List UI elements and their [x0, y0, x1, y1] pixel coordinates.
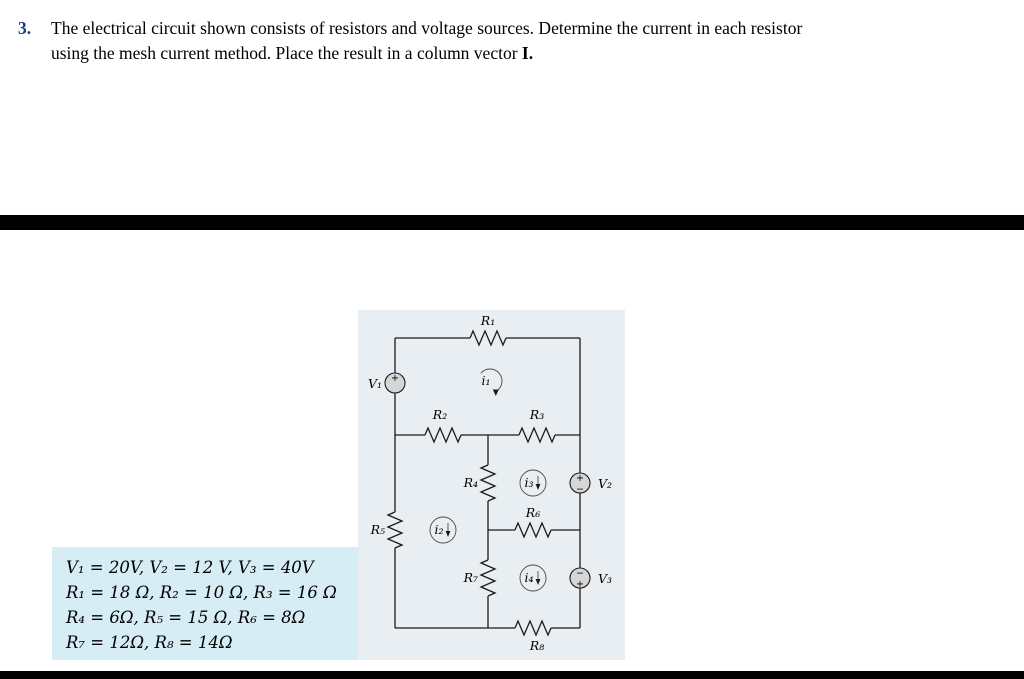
resistor-r3-symbol — [518, 426, 556, 444]
resistor-r5-symbol — [386, 511, 404, 549]
circuit-diagram-panel: + + − − + R₁ R₂ — [358, 310, 625, 660]
problem-number: 3. — [18, 18, 32, 38]
label-r2: R₂ — [432, 407, 447, 422]
separator-bar-top — [0, 215, 1024, 230]
circuit-diagram: + + − − + R₁ R₂ — [368, 313, 612, 653]
resistor-r1-symbol — [469, 329, 507, 347]
voltage-source-v3 — [569, 567, 591, 589]
label-v3: V₃ — [598, 571, 612, 586]
mesh-i2-arrowhead — [445, 531, 451, 537]
v2-minus-sign: − — [576, 484, 584, 495]
problem-statement: 3. The electrical circuit shown consists… — [18, 16, 1008, 66]
circuit-labels: R₁ R₂ R₃ R₄ R₅ R₆ R₇ R₈ V₁ V₂ V₃ i₁ i₂ i… — [368, 313, 612, 653]
label-i1: i₁ — [481, 373, 490, 388]
label-i4: i₄ — [524, 570, 533, 585]
v3-plus-sign: + — [576, 579, 584, 590]
label-r1: R₁ — [480, 313, 495, 328]
given-line-r1-r3: R₁ = 18 Ω, R₂ = 10 Ω, R₃ = 16 Ω — [66, 583, 337, 602]
mesh-i4-arrowhead — [535, 579, 541, 585]
label-i3: i₃ — [524, 475, 533, 490]
resistor-r2-symbol — [424, 426, 462, 444]
given-line-voltages: V₁ = 20V, V₂ = 12 V, V₃ = 40V — [66, 558, 314, 577]
v1-plus-sign: + — [391, 373, 399, 384]
label-v1: V₁ — [368, 376, 382, 391]
label-r6: R₆ — [525, 505, 540, 520]
voltage-sources: + + − − + — [384, 372, 591, 590]
mesh-i2-loop — [429, 516, 457, 544]
problem-text: The electrical circuit shown consists of… — [51, 16, 1008, 66]
label-r3: R₃ — [529, 407, 544, 422]
mesh-current-arrows — [429, 368, 547, 592]
mesh-i3-arrowhead — [535, 484, 541, 490]
resistor-r4-symbol — [479, 464, 497, 502]
mesh-i3-loop — [519, 469, 547, 497]
problem-text-line2: using the mesh current method. Place the… — [51, 41, 1008, 66]
resistor-r6-symbol — [514, 521, 552, 539]
wire-segments — [394, 337, 581, 629]
mesh-i4-loop — [519, 564, 547, 592]
voltage-source-v2 — [569, 472, 591, 494]
given-values-panel: V₁ = 20V, V₂ = 12 V, V₃ = 40V R₁ = 18 Ω,… — [52, 547, 358, 660]
resistor-r8-symbol — [514, 619, 552, 637]
label-r8: R₈ — [529, 638, 544, 653]
separator-bar-bottom — [0, 671, 1024, 679]
label-v2: V₂ — [598, 476, 612, 491]
problem-text-line1: The electrical circuit shown consists of… — [51, 18, 803, 38]
given-line-r7-r8: R₇ = 12Ω, R₈ = 14Ω — [66, 633, 233, 652]
label-r7: R₇ — [463, 570, 478, 585]
mesh-i1-arrow-arc — [480, 368, 503, 392]
given-line-r4-r6: R₄ = 6Ω, R₅ = 15 Ω, R₆ = 8Ω — [66, 608, 306, 627]
v2-plus-sign: + — [576, 473, 584, 484]
label-i2: i₂ — [434, 522, 443, 537]
v3-minus-sign: − — [576, 568, 584, 579]
problem-text-line2-pre: using the mesh current method. Place the… — [51, 43, 522, 63]
mesh-i1-arrowhead — [492, 389, 499, 396]
circuit-wires-and-resistors — [386, 329, 581, 637]
vector-i-symbol: I. — [521, 43, 534, 63]
label-r5: R₅ — [370, 522, 385, 537]
resistor-r7-symbol — [479, 559, 497, 597]
label-r4: R₄ — [463, 475, 478, 490]
voltage-source-v1 — [384, 372, 406, 394]
